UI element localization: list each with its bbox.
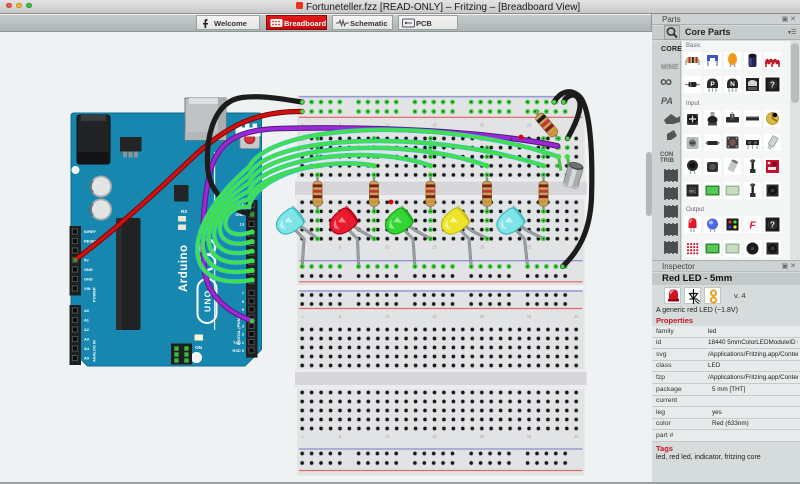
svg-text:DIGITAL (PWM~): DIGITAL (PWM~)	[236, 314, 241, 345]
svg-text:ANALOG IN: ANALOG IN	[92, 340, 97, 362]
svg-text:5V: 5V	[84, 258, 89, 263]
svg-text:1: 1	[301, 123, 304, 128]
svg-text:20: 20	[479, 245, 484, 250]
svg-text:3: 3	[242, 323, 245, 328]
svg-text:POWER: POWER	[92, 287, 97, 302]
svg-text:7: 7	[242, 291, 244, 296]
svg-text:RESET: RESET	[84, 239, 98, 244]
svg-text:1: 1	[301, 434, 304, 439]
svg-text:UNO: UNO	[203, 290, 213, 313]
svg-text:25: 25	[527, 123, 532, 128]
svg-text:VIN: VIN	[84, 286, 91, 291]
svg-text:10: 10	[385, 314, 390, 319]
svg-text:A0: A0	[84, 308, 89, 313]
svg-text:GND: GND	[235, 212, 244, 217]
svg-text:?: ?	[770, 80, 775, 89]
svg-text:30: 30	[574, 314, 579, 319]
svg-text:5: 5	[339, 245, 342, 250]
svg-text:A1: A1	[84, 318, 90, 323]
svg-text:5: 5	[339, 123, 342, 128]
svg-text:RX: RX	[181, 209, 187, 214]
svg-text:Arduino: Arduino	[178, 244, 190, 292]
svg-text:15: 15	[432, 245, 437, 250]
svg-text:A3: A3	[84, 337, 90, 342]
svg-text:20: 20	[479, 123, 484, 128]
svg-text:GND: GND	[84, 267, 93, 272]
svg-text:25: 25	[527, 314, 532, 319]
svg-text:15: 15	[432, 434, 437, 439]
svg-text:GND: GND	[84, 277, 93, 282]
svg-text:5: 5	[339, 314, 342, 319]
svg-text:1: 1	[301, 314, 304, 319]
svg-text:MIC: MIC	[689, 189, 696, 194]
svg-text:5: 5	[339, 434, 342, 439]
svg-text:30: 30	[574, 434, 579, 439]
svg-text:25: 25	[527, 434, 532, 439]
svg-text:RXD 0: RXD 0	[233, 348, 244, 353]
svg-text:10: 10	[385, 434, 390, 439]
svg-text:A2: A2	[84, 327, 90, 332]
svg-text:ON: ON	[195, 345, 202, 350]
svg-text:20: 20	[479, 434, 484, 439]
svg-text:?: ?	[770, 220, 775, 229]
svg-text:10: 10	[385, 245, 390, 250]
svg-text:IOREF: IOREF	[84, 229, 97, 234]
svg-text:10: 10	[385, 123, 390, 128]
svg-text:15: 15	[432, 314, 437, 319]
svg-text:A4: A4	[84, 346, 90, 351]
svg-text:25: 25	[527, 245, 532, 250]
svg-text:A5: A5	[84, 356, 90, 361]
svg-text:6: 6	[242, 299, 245, 304]
svg-text:N: N	[730, 81, 735, 88]
svg-text:2: 2	[242, 332, 245, 337]
svg-text:P: P	[710, 81, 715, 88]
svg-text:15: 15	[432, 123, 437, 128]
svg-text:5: 5	[242, 307, 245, 312]
svg-text:13: 13	[240, 221, 245, 226]
svg-text:TXD 1: TXD 1	[233, 340, 245, 345]
svg-text:F: F	[749, 221, 756, 232]
svg-text:20: 20	[479, 314, 484, 319]
